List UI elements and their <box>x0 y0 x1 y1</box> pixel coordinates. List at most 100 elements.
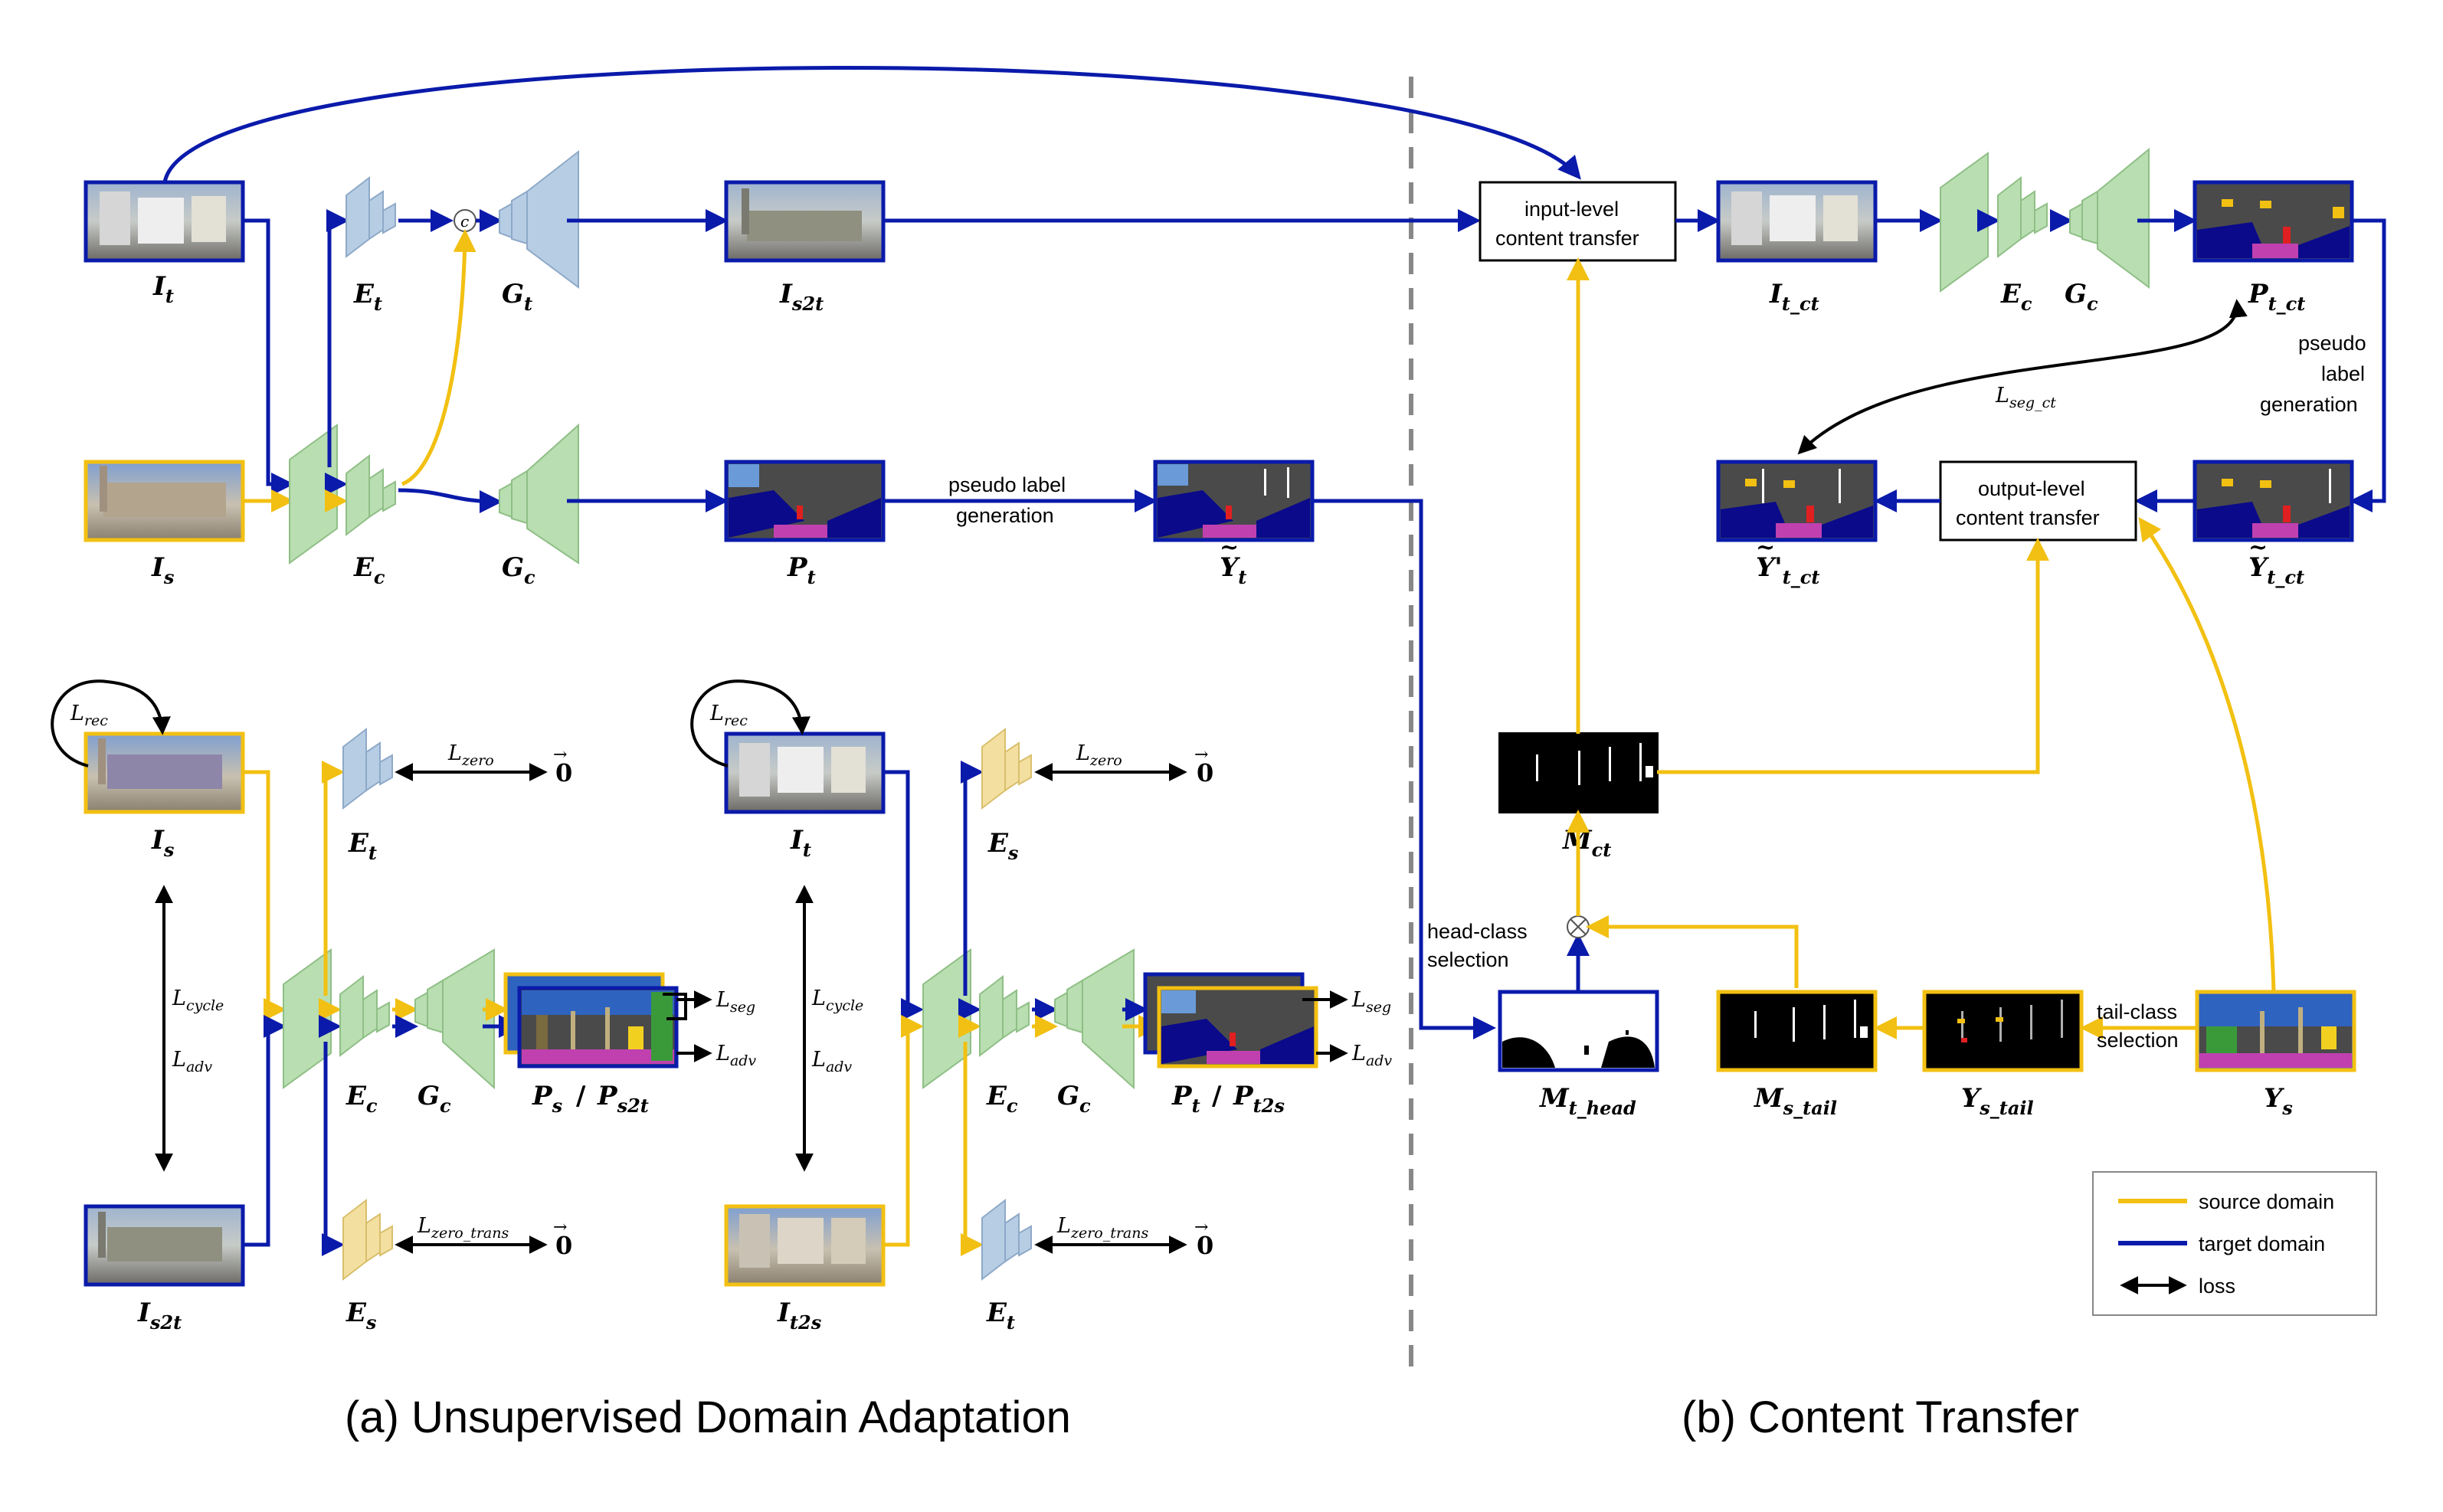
head-class-line2: selection <box>1427 948 1509 971</box>
arrow-Ec-to-Gc <box>398 488 503 513</box>
label-Ec-mid-left: Ec <box>345 1081 378 1117</box>
image-It2s-bot <box>724 1204 886 1287</box>
tail-class-line2: selection <box>2097 1029 2179 1052</box>
label-Mct: Mct <box>1562 825 1611 861</box>
label-Ps: Ps <box>532 1081 563 1117</box>
image-Is2t-top <box>724 180 886 263</box>
label-It-mid: It <box>790 825 811 861</box>
zero-vec-mid-1: 0 <box>1197 758 1213 787</box>
skip-arrow-It-to-input-transfer <box>162 66 1581 183</box>
output-level-line2: content transfer <box>1956 506 2100 529</box>
loss-zero-trans-mid: Lzero_trans <box>1056 1214 1148 1242</box>
image-Itct <box>1716 180 1878 263</box>
image-Pt-top <box>724 460 886 542</box>
arrow-stemR-to-Et <box>961 1042 984 1256</box>
pseudo-r-line1: pseudo <box>2298 332 2366 355</box>
decoder-Gc-top <box>499 423 579 565</box>
label-Yt-top: Yt <box>1220 552 1246 588</box>
loss-zero-trans-left: Lzero_trans <box>417 1214 509 1242</box>
label-Mthead: Mt_head <box>1539 1083 1636 1119</box>
arrow-Ys-to-output-transfer <box>2138 517 2276 993</box>
zero-vec-arrow-1: → <box>553 745 567 764</box>
label-Pt-mid: Pt <box>1171 1081 1200 1117</box>
input-level-transfer-box <box>1479 181 1677 262</box>
label-Gc-right: Gc <box>2065 279 2098 315</box>
slash-Ps: / <box>576 1081 586 1111</box>
image-Ystail <box>1922 990 2084 1072</box>
decoder-Gc-mid-left <box>414 948 495 1090</box>
label-Ps2t: Ps2t <box>597 1081 649 1117</box>
output-level-line1: output-level <box>1978 477 2085 500</box>
input-level-line1: input-level <box>1524 198 1619 221</box>
encoder-Et-mid <box>342 727 393 810</box>
loss-zero-left: Lzero <box>447 741 494 769</box>
decoder-Gt-top <box>499 149 579 289</box>
arrow-Ptct-to-Ytct <box>2350 218 2386 512</box>
label-Gc-top: Gc <box>502 552 535 588</box>
loss-cycle-mid: Lcycle <box>811 987 863 1014</box>
encoder-Es-mid <box>981 727 1032 810</box>
loss-seg-bracket-left <box>663 993 687 1020</box>
encoder-Ec-mid-right <box>979 974 1030 1058</box>
legend-target-label: target domain <box>2199 1232 2325 1255</box>
label-Ystail: Ys_tail <box>1961 1083 2034 1119</box>
image-Ptct <box>2192 180 2354 263</box>
shared-stem-right <box>1940 152 1989 293</box>
loss-rec-left: Lrec <box>70 702 108 729</box>
input-level-line2: content transfer <box>1495 227 1639 250</box>
zero-vec-mid-2: 0 <box>1197 1231 1213 1260</box>
arrow-Mstail-to-otimes <box>1586 915 1799 988</box>
arrow-It2s-to-stem-mid2 <box>883 1015 924 1247</box>
image-Mstail <box>1716 990 1878 1072</box>
label-Is-top: Is <box>151 552 175 588</box>
encoder-Et-top <box>345 175 396 259</box>
label-Ec-right: Ec <box>2000 279 2032 315</box>
head-class-line1: head-class <box>1427 920 1528 943</box>
label-Pt2s: Pt2s <box>1233 1081 1285 1117</box>
label-Is2t-top: Is2t <box>779 279 824 315</box>
loss-adv-mid: Ladv <box>811 1048 852 1075</box>
label-Et-bot-mid: Et <box>986 1298 1015 1334</box>
image-Yt-top <box>1153 460 1315 542</box>
loss-rec-mid: Lrec <box>709 702 748 729</box>
loss-rec-loop-left <box>51 679 171 767</box>
zero-vec-arrow-2: → <box>553 1218 567 1237</box>
label-Es-mid: Es <box>987 828 1019 864</box>
image-Is-top <box>84 460 245 542</box>
label-Gc-mid-left: Gc <box>418 1081 451 1117</box>
encoder-Es-bot-left <box>342 1198 393 1281</box>
shared-stem-mid-right <box>922 948 971 1089</box>
tilde-Yt-top: ~ <box>1220 534 1239 561</box>
arrow-Ec-to-concat <box>401 229 476 486</box>
arrow-It-to-stem <box>243 218 294 496</box>
shared-stem-top <box>289 424 338 565</box>
image-It-top <box>84 180 245 263</box>
pseudo-r-line2: label <box>2321 362 2365 385</box>
pseudo-label-line1: pseudo label <box>948 473 1066 496</box>
loss-seg-left: Lseg <box>716 988 755 1016</box>
label-Is2t-bot: Is2t <box>137 1298 182 1334</box>
image-Ytct <box>2192 460 2354 542</box>
arrow-Mct-to-output-transfer <box>1657 538 2049 774</box>
loss-adv-left2: Ladv <box>716 1042 756 1069</box>
slash-Pt: / <box>1212 1081 1222 1111</box>
label-Itct: It_ct <box>1769 279 1819 315</box>
zero-vec-arrow-3: → <box>1194 745 1208 764</box>
decoder-Gc-right <box>2069 147 2150 289</box>
decoder-Gc-mid-right <box>1054 948 1135 1090</box>
loss-zero-mid: Lzero <box>1076 741 1122 769</box>
loss-seg-ct-curve <box>1797 299 2248 455</box>
image-Is-mid <box>84 731 245 814</box>
label-Mstail: Ms_tail <box>1754 1083 1837 1119</box>
caption-right: (b) Content Transfer <box>1682 1393 2079 1442</box>
zero-vec-arrow-4: → <box>1194 1218 1208 1237</box>
label-Ec-mid-right: Ec <box>986 1081 1018 1117</box>
pseudo-r-line3: generation <box>2260 393 2358 416</box>
encoder-Ec-top <box>345 453 396 537</box>
arrow-stemR-to-Es <box>961 761 984 996</box>
concat-label: c <box>460 212 469 231</box>
label-Gc-mid-right: Gc <box>1057 1081 1091 1117</box>
image-Mthead <box>1498 990 1659 1072</box>
caption-left: (a) Unsupervised Domain Adaptation <box>345 1393 1071 1442</box>
